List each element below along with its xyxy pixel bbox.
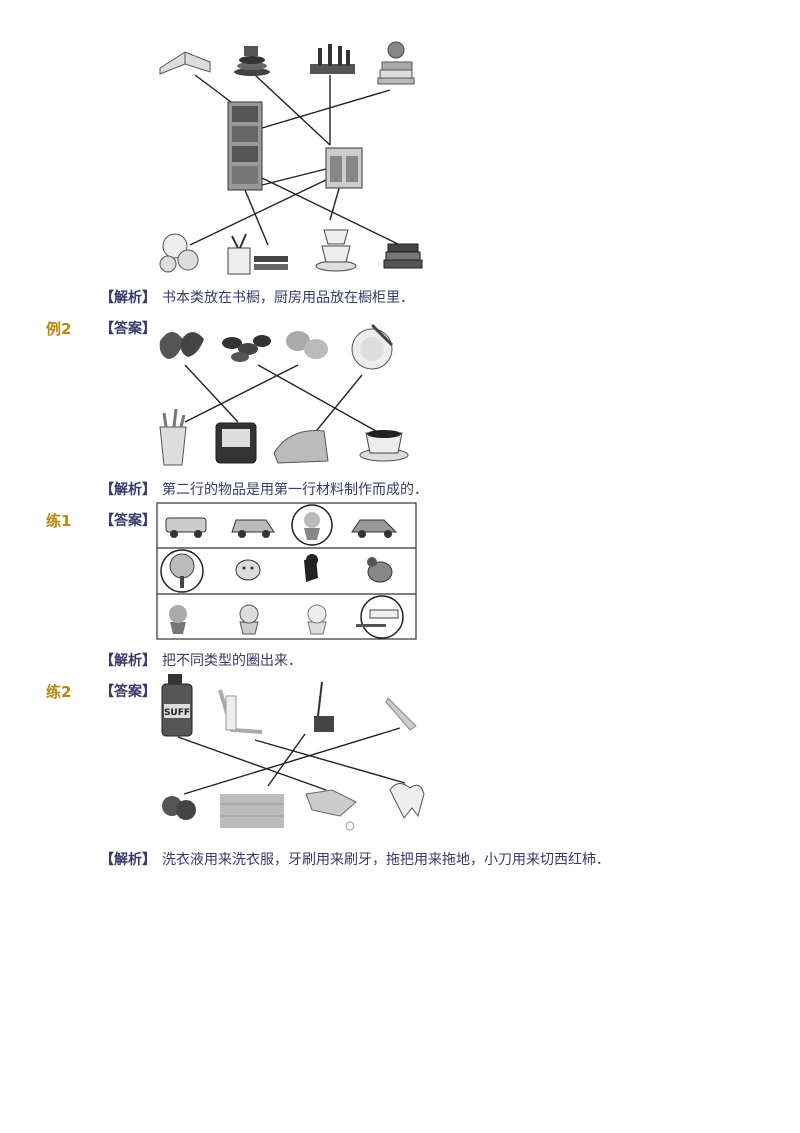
floor-picture xyxy=(220,794,284,828)
rooster-picture xyxy=(367,557,393,583)
cartoon-tooth-picture xyxy=(389,783,425,819)
french-fries-picture xyxy=(159,408,187,466)
cupcake-picture xyxy=(169,605,187,634)
pig-picture xyxy=(235,559,261,581)
circled-toothpaste-picture xyxy=(356,595,404,639)
knife-picture xyxy=(385,697,417,731)
stacked-cups-picture xyxy=(315,229,357,272)
kitchen-cabinet-picture xyxy=(325,147,363,189)
practice-label: 练2 xyxy=(46,683,72,701)
top-matching-diagram xyxy=(159,41,423,275)
bottle-label: SUFF xyxy=(164,708,190,718)
toothbrush-picture xyxy=(218,689,263,734)
analysis-text: 把不同类型的圈出来． xyxy=(162,653,302,669)
flour-bowl-picture xyxy=(351,323,394,370)
bread-loaf-picture xyxy=(273,429,329,464)
circled-tree-picture xyxy=(160,549,204,593)
analysis-tag: 【解析】 xyxy=(100,290,156,306)
example2-matching-diagram xyxy=(159,323,409,466)
strawberries-picture xyxy=(159,332,204,359)
circled-cupcake-picture xyxy=(291,504,333,546)
books-globe-picture xyxy=(377,41,415,85)
analysis-text: 洗衣液用来洗衣服，牙刷用来刷牙，拖把用来拖地，小刀用来切西红柿． xyxy=(162,852,610,868)
car-picture xyxy=(231,519,275,538)
bookcase-picture xyxy=(227,101,263,191)
detergent-bottle-picture: SUFF xyxy=(161,674,193,737)
odd-one-out-grid xyxy=(156,502,417,640)
analysis-tag: 【解析】 xyxy=(100,653,156,669)
dish-rack-picture xyxy=(310,44,355,74)
sedan-picture xyxy=(351,519,398,538)
potatoes-picture xyxy=(286,331,328,359)
plant-books-picture xyxy=(227,233,288,275)
practice2-matching-diagram: SUFF xyxy=(161,674,425,831)
answer-tag: 【答案】 xyxy=(100,321,156,337)
example-label: 例2 xyxy=(46,320,72,338)
answer-tag: 【答案】 xyxy=(100,684,156,700)
answer-tag: 【答案】 xyxy=(100,513,156,529)
jam-jar-picture xyxy=(215,422,257,464)
book-stack-picture xyxy=(383,243,423,269)
dish-stack-picture xyxy=(234,46,270,76)
practice-label: 练1 xyxy=(46,512,72,530)
open-book-picture xyxy=(159,51,211,75)
analysis-text: 书本类放在书橱，厨房用品放在橱柜里． xyxy=(162,290,414,306)
cupcake-picture xyxy=(307,604,327,635)
horse-picture xyxy=(304,554,318,582)
tomatoes-picture xyxy=(162,796,196,820)
analysis-text: 第二行的物品是用第一行材料制作而成的． xyxy=(162,482,428,498)
mop-picture xyxy=(314,681,334,732)
clothes-picture xyxy=(305,789,357,831)
cupcake-picture xyxy=(239,604,259,635)
coffee-beans-picture xyxy=(222,335,271,362)
coffee-cup-picture xyxy=(359,430,409,462)
toy-car-picture xyxy=(165,517,207,538)
analysis-tag: 【解析】 xyxy=(100,482,156,498)
plates-picture xyxy=(159,233,199,273)
analysis-tag: 【解析】 xyxy=(100,852,156,868)
